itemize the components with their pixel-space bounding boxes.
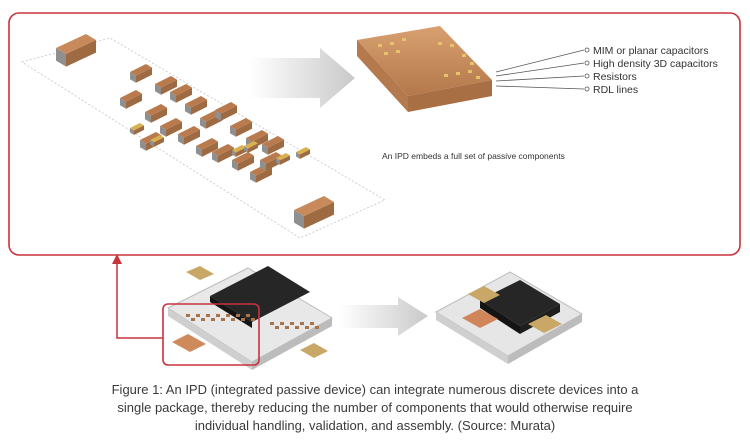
label-bullets [584,47,590,92]
detail-frame [8,12,741,256]
callout-connector [116,256,163,339]
package-before [166,266,334,370]
transform-arrow-bottom [340,297,428,336]
chip-small [276,153,290,165]
chip-component [185,96,207,115]
chip-component [155,76,177,95]
caption-line-3: individual handling, validation, and ass… [194,418,556,433]
chip-component [170,84,192,103]
chip-component [212,144,234,163]
chip-small [130,123,144,135]
capacitor-large [56,34,96,67]
chip-component [262,136,284,155]
discrete-components [56,34,334,229]
chip-small [150,135,164,147]
chip-component [196,138,218,157]
chip-component [160,118,182,137]
ipd-chip [357,26,492,112]
package-after [434,271,584,364]
label-leaders [495,49,585,90]
transform-arrow-top [250,48,355,108]
label-resistors: Resistors [593,71,637,83]
caption-line-1: Figure 1: An IPD (integrated passive dev… [111,382,639,397]
caption-line-2: single package, thereby reducing the num… [117,400,633,415]
chip-component [120,90,142,109]
label-3d-capacitors: High density 3D capacitors [593,58,718,70]
chip-component [230,118,252,137]
chip-component [145,104,167,123]
chip-component [178,126,200,145]
label-rdl-lines: RDL lines [593,84,638,96]
chip-component [215,102,237,121]
chip-component [232,152,254,171]
callout-arrowhead [112,254,122,264]
chip-component [130,64,152,83]
figure-caption: Figure 1: An IPD (integrated passive dev… [20,381,730,435]
chip-small [296,147,310,159]
chip-small [232,145,246,157]
highlight-box [162,303,260,366]
ipd-note: An IPD embeds a full set of passive comp… [382,151,565,161]
chip-small [244,141,258,153]
label-mim-capacitors: MIM or planar capacitors [593,45,709,57]
capacitor-large [294,196,334,229]
